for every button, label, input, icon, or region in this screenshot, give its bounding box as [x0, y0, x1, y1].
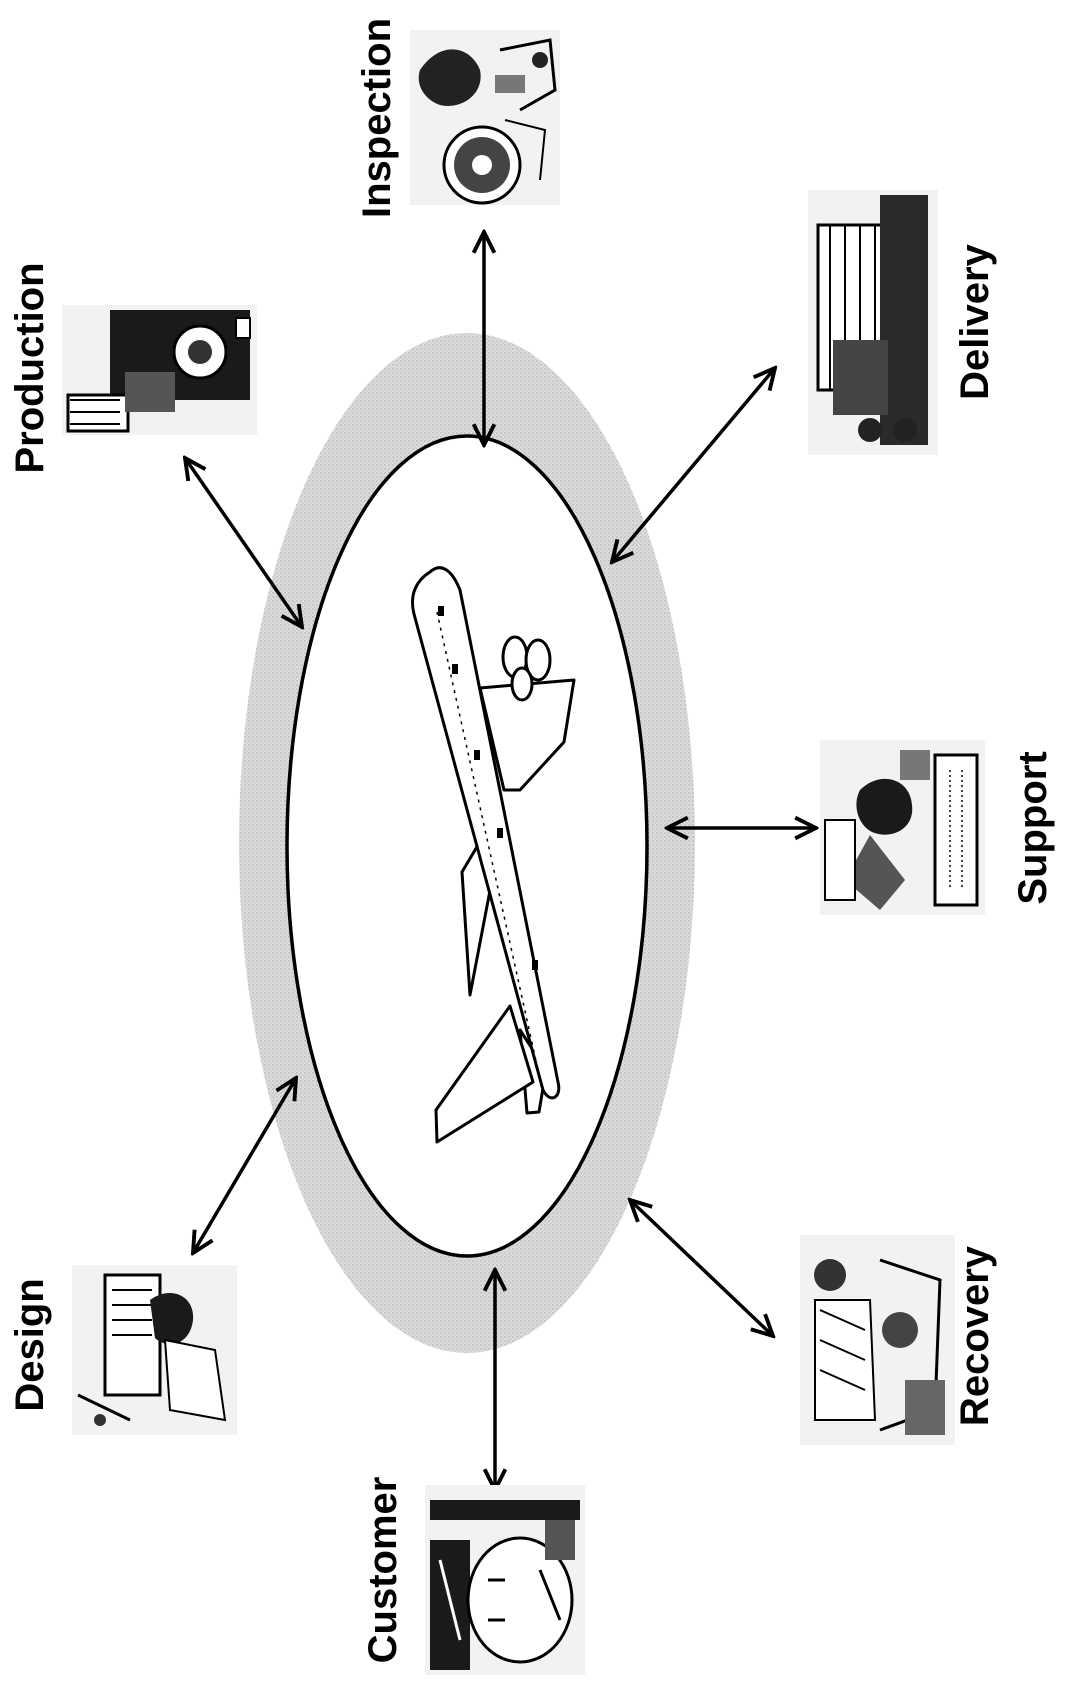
stage-label-support: Support — [1011, 751, 1055, 904]
inspection-icon — [410, 30, 560, 205]
production-icon — [62, 305, 257, 435]
arrow-delivery — [612, 368, 775, 562]
support-icon — [820, 740, 985, 915]
delivery-icon — [808, 190, 938, 455]
stage-label-recovery: Recovery — [953, 1245, 997, 1426]
inner-ellipse — [287, 436, 647, 1256]
arrow-recovery — [630, 1200, 773, 1336]
customer-icon — [425, 1485, 585, 1675]
recovery-icon — [800, 1235, 955, 1445]
stage-label-delivery: Delivery — [953, 243, 997, 399]
stage-label-production: Production — [8, 262, 52, 473]
stage-label-customer: Customer — [361, 1477, 405, 1664]
arrow-design — [193, 1078, 296, 1253]
design-icon — [72, 1265, 237, 1435]
stage-label-inspection: Inspection — [355, 18, 399, 218]
stage-label-design: Design — [8, 1278, 52, 1411]
